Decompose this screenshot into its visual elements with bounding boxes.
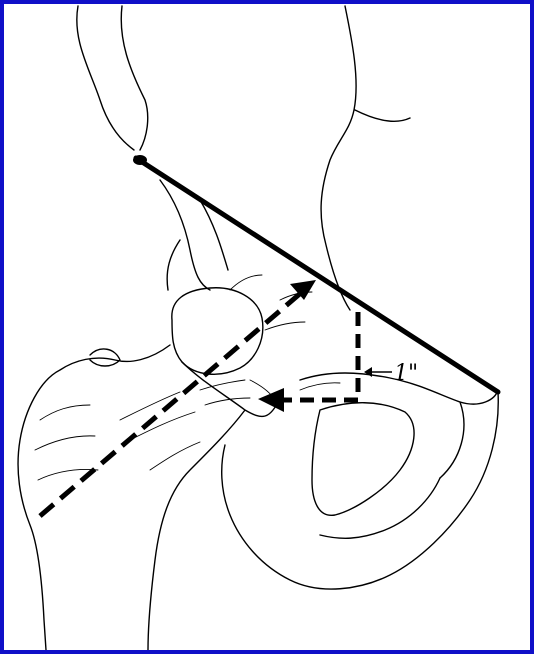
obturator-foramen — [312, 403, 414, 516]
femur-texture-strokes — [35, 380, 275, 480]
measurement-label: 1" — [394, 361, 418, 386]
ischium-outline — [222, 392, 499, 589]
measurement-pointer-arrowhead — [364, 367, 372, 377]
pubic-ramus — [320, 478, 440, 538]
measurement-callout: 1" — [364, 361, 418, 386]
femoral-head — [172, 288, 263, 374]
femur-outline — [18, 345, 280, 650]
ilium-outline — [77, 6, 410, 310]
solid-reference-line — [136, 158, 498, 392]
hip-joint-line-drawing: 1" — [4, 4, 530, 650]
perpendicular-arrowhead — [258, 388, 284, 412]
ilium-texture-strokes — [230, 275, 340, 390]
